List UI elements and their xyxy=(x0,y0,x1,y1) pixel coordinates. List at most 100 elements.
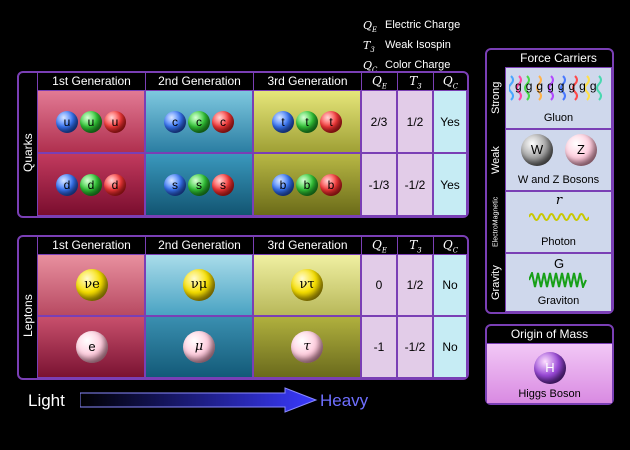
col-header-qe: QE xyxy=(361,237,397,254)
graviton-cell xyxy=(505,253,612,312)
cell-qc xyxy=(433,153,467,216)
neutrino-mu: νμ xyxy=(183,269,215,301)
graviton-wave-icon xyxy=(529,272,587,288)
graviton-caption: Graviton xyxy=(537,295,580,307)
quark-c: c xyxy=(164,111,186,133)
weak-cell xyxy=(505,129,612,191)
force-label-strong: Strong xyxy=(490,81,502,115)
quark-c: c xyxy=(188,111,210,133)
force-label-em: ElectroMagnetic xyxy=(492,196,500,248)
gluon-glyphs: gggggggg xyxy=(515,79,601,93)
gluon-cell xyxy=(505,67,612,129)
origin-of-mass-panel: Origin of Mass H Higgs Boson xyxy=(485,324,614,405)
charged-lepton-qe: -1 xyxy=(373,340,385,354)
cell-qe xyxy=(361,254,397,316)
cell-t3 xyxy=(397,153,433,216)
force-carriers-title: Force Carriers xyxy=(520,51,597,65)
col-header-gen1: 1st Generation xyxy=(37,237,145,254)
legend-row: T3 Weak Isospin xyxy=(363,38,460,58)
quarks-table: Quarks 1st Generation 2nd Generation 3rd… xyxy=(17,71,469,218)
quark-u: u xyxy=(56,111,78,133)
photon-glyph: r xyxy=(555,193,563,208)
origin-of-mass-title: Origin of Mass xyxy=(510,327,589,341)
z-boson: Z xyxy=(565,134,597,166)
neutrino-qe: 0 xyxy=(375,278,383,292)
tau: τ xyxy=(291,331,323,363)
quarks-side-label: Quarks xyxy=(21,133,35,173)
cell-t3 xyxy=(397,316,433,378)
col-header-t3: T3 xyxy=(397,73,433,90)
quark-c: c xyxy=(212,111,234,133)
photon-wave-icon xyxy=(529,213,589,221)
cell-qe xyxy=(361,316,397,378)
neutrino-t3: 1/2 xyxy=(406,278,424,292)
col-header-qc: QC xyxy=(433,237,467,254)
quark-down-qc: Yes xyxy=(440,178,460,192)
legend-symbol: T3 xyxy=(363,39,375,55)
quark-down-qe: -1/3 xyxy=(368,178,390,192)
quark-up-qe: 2/3 xyxy=(370,115,388,129)
force-carriers-panel: Force Carriers Strong gggggggg Gluon Wea… xyxy=(485,48,614,314)
force-label-weak: Weak xyxy=(490,146,502,174)
photon-cell xyxy=(505,191,612,253)
quark-b: b xyxy=(320,174,342,196)
col-header-qe: QE xyxy=(361,73,397,90)
charged-lepton-qc: No xyxy=(442,340,458,354)
col-header-gen3: 3rd Generation xyxy=(253,73,361,90)
heavy-label: Heavy xyxy=(320,391,369,410)
col-header-t3: T3 xyxy=(397,237,433,254)
leptons-side-label: Leptons xyxy=(21,294,35,338)
col-header-gen2: 2nd Generation xyxy=(145,237,253,254)
quark-s: s xyxy=(164,174,186,196)
leptons-table: Leptons 1st Generation 2nd Generation 3r… xyxy=(17,235,469,380)
quark-up-qc: Yes xyxy=(440,115,460,129)
quark-u: u xyxy=(80,111,102,133)
quark-u: u xyxy=(104,111,126,133)
legend-symbol: QE xyxy=(363,19,378,35)
quark-s: s xyxy=(188,174,210,196)
higgs-caption: Higgs Boson xyxy=(518,388,581,400)
legend: QE Electric Charge T3 Weak Isospin QC Color… xyxy=(363,18,460,79)
quark-d: d xyxy=(56,174,78,196)
cell-qc xyxy=(433,316,467,378)
quark-b: b xyxy=(296,174,318,196)
quark-d: d xyxy=(80,174,102,196)
electron: e xyxy=(76,331,108,363)
cell-qc xyxy=(433,90,467,153)
quark-t: t xyxy=(296,111,318,133)
graviton-glyph: G xyxy=(553,256,565,271)
legend-label: Weak Isospin xyxy=(385,39,451,52)
quark-up-t3: 1/2 xyxy=(406,115,424,129)
cell-t3 xyxy=(397,254,433,316)
neutrino-tau: ντ xyxy=(291,269,323,301)
mass-scale: Light Heavy xyxy=(28,387,388,415)
gluon-caption: Gluon xyxy=(543,112,574,124)
cell-gen2 xyxy=(145,153,253,216)
quark-t: t xyxy=(272,111,294,133)
mass-arrow xyxy=(80,387,318,413)
quark-b: b xyxy=(272,174,294,196)
legend-symbol: QC xyxy=(363,59,377,74)
force-label-gravity: Gravity xyxy=(490,265,502,300)
neutrino-e: νe xyxy=(76,269,108,301)
col-header-gen3: 3rd Generation xyxy=(253,237,361,254)
legend-row: QE Electric Charge xyxy=(363,18,460,38)
quark-down-t3: -1/2 xyxy=(404,178,426,192)
col-header-gen1: 1st Generation xyxy=(37,73,145,90)
cell-qe xyxy=(361,153,397,216)
quark-t: t xyxy=(320,111,342,133)
legend-row: QC Color Charge xyxy=(363,58,460,78)
photon-caption: Photon xyxy=(541,236,576,248)
gluon-icon: gggggggg xyxy=(508,72,609,108)
col-header-gen2: 2nd Generation xyxy=(145,73,253,90)
col-header-qc: QC xyxy=(433,73,467,90)
weak-caption: W and Z Bosons xyxy=(517,174,600,186)
higgs-boson: H xyxy=(534,352,566,384)
cell-gen3 xyxy=(253,153,361,216)
legend-label: Electric Charge xyxy=(385,19,461,31)
cell-qe xyxy=(361,90,397,153)
legend-label: Color Charge xyxy=(385,59,451,72)
neutrino-qc: No xyxy=(442,278,458,292)
charged-lepton-t3: -1/2 xyxy=(404,340,426,354)
cell-t3 xyxy=(397,90,433,153)
